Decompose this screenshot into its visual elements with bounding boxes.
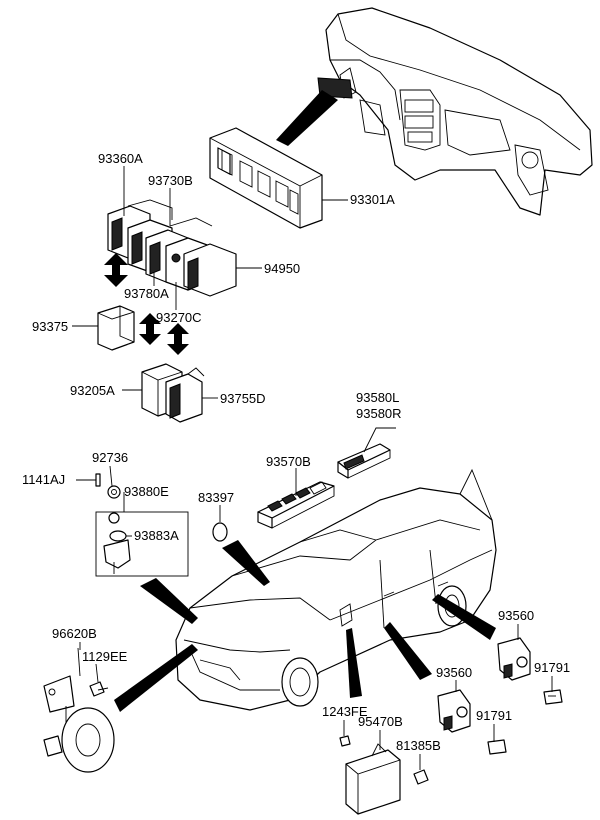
- double-arrow-right: [167, 323, 189, 355]
- pointer-wedge-83397: [222, 540, 270, 586]
- label-91791-upper: 91791: [534, 660, 570, 675]
- switch-93375: [97, 305, 135, 351]
- sensor-93560-upper: [497, 637, 531, 681]
- pointer-wedge-upper-93560: [432, 594, 496, 640]
- car-illustration: [175, 468, 497, 711]
- label-93730B: 93730B: [148, 173, 193, 188]
- pointer-wedge-lower-93560: [384, 622, 432, 680]
- label-1141AJ: 1141AJ: [22, 472, 65, 487]
- nut-81385B: [413, 769, 429, 785]
- label-93560-lower: 93560: [436, 665, 472, 680]
- label-83397: 83397: [198, 490, 234, 505]
- double-arrow-left: [104, 253, 128, 287]
- bolt-91791-upper: [543, 689, 563, 705]
- bolt-1129EE: [89, 681, 109, 697]
- pointer-wedge-dashboard: [276, 90, 338, 146]
- label-93375: 93375: [32, 319, 68, 334]
- pointer-wedge-95470B: [346, 628, 362, 698]
- switch-93205A-93755D: [141, 363, 205, 423]
- assembly-box-93880E: [95, 473, 189, 577]
- label-91791-lower: 91791: [476, 708, 512, 723]
- horn-96620B: [43, 647, 115, 773]
- label-93301A: 93301A: [350, 192, 395, 207]
- label-93205A: 93205A: [70, 383, 115, 398]
- label-95470B: 95470B: [358, 714, 403, 729]
- label-93270C: 93270C: [156, 310, 202, 325]
- dashboard-illustration: [317, 7, 593, 216]
- double-arrow-mid: [139, 313, 161, 345]
- part-labels: 93360A 93730B 93301A 94950 93780A 93270C…: [22, 151, 570, 753]
- label-93580L: 93580L: [356, 390, 399, 405]
- label-93755D: 93755D: [220, 391, 266, 406]
- switch-93570B: [257, 481, 335, 529]
- sensor-93560-lower: [437, 689, 471, 733]
- module-95470B: [345, 743, 401, 815]
- pointer-wedge-93880E: [140, 578, 198, 624]
- bolt-1243FE: [339, 735, 351, 747]
- label-93880E: 93880E: [124, 484, 169, 499]
- label-93560-upper: 93560: [498, 608, 534, 623]
- pointer-wedge-horn: [114, 644, 198, 712]
- switch-panel-93301A: [209, 127, 323, 229]
- switch-93580: [337, 443, 391, 479]
- label-96620B: 96620B: [52, 626, 97, 641]
- label-94950: 94950: [264, 261, 300, 276]
- label-81385B: 81385B: [396, 738, 441, 753]
- label-1129EE: 1129EE: [82, 649, 128, 664]
- label-93360A: 93360A: [98, 151, 143, 166]
- bolt-91791-lower: [487, 739, 507, 755]
- label-93570B: 93570B: [266, 454, 311, 469]
- label-92736: 92736: [92, 450, 128, 465]
- clip-83397: [212, 522, 228, 542]
- switch-cluster: [107, 199, 237, 297]
- label-1243FE: 1243FE: [322, 704, 368, 719]
- leader-lines: [72, 166, 553, 770]
- label-93883A: 93883A: [134, 528, 179, 543]
- label-93580R: 93580R: [356, 406, 402, 421]
- label-93780A: 93780A: [124, 286, 169, 301]
